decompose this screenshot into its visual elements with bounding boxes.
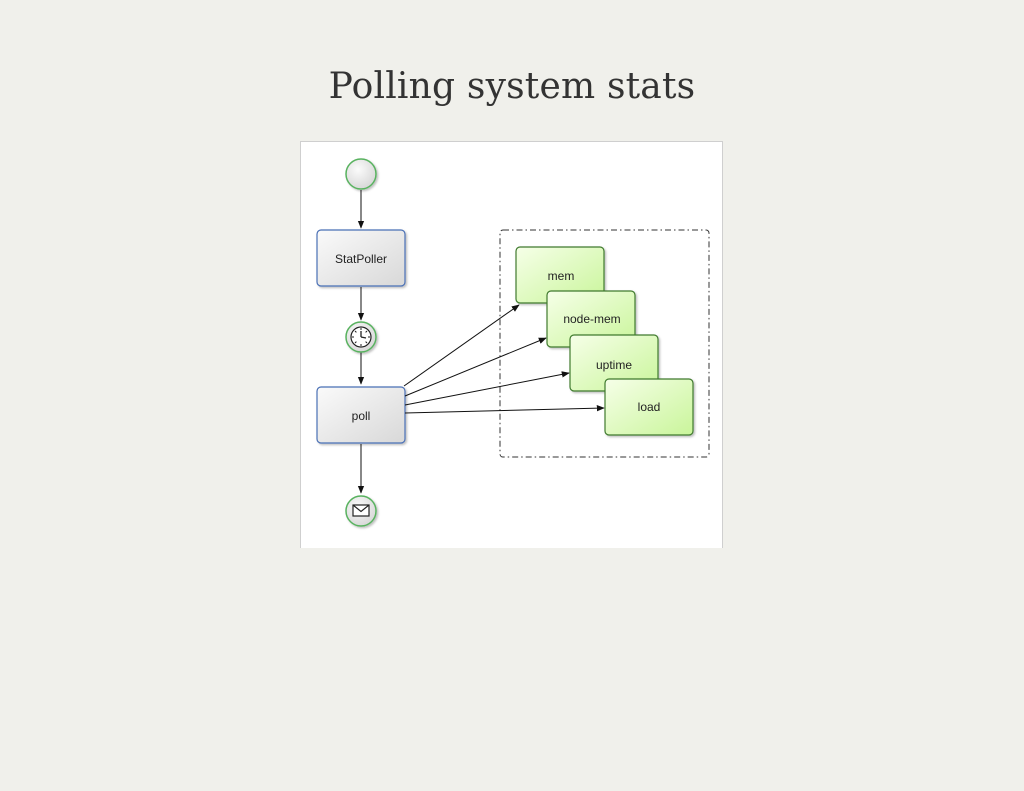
stat-uptime-label: uptime xyxy=(596,358,632,372)
process-diagram: StatPoller poll xyxy=(316,158,710,527)
diagram-panel: StatPoller poll xyxy=(300,141,723,548)
stat-load-label: load xyxy=(638,400,661,414)
statpoller-task-label: StatPoller xyxy=(335,252,387,266)
flow-poll-to-mem xyxy=(403,304,520,387)
flow-poll-to-load xyxy=(404,404,605,414)
statpoller-task[interactable]: StatPoller xyxy=(316,229,406,287)
poll-task-label: poll xyxy=(352,409,371,423)
poll-task[interactable]: poll xyxy=(316,386,406,444)
stat-load[interactable]: load xyxy=(604,378,694,436)
timer-event[interactable] xyxy=(345,321,377,353)
start-circle-icon[interactable] xyxy=(345,158,377,190)
flow-poll-to-uptime xyxy=(404,371,570,406)
stat-node-mem-label: node-mem xyxy=(563,312,620,326)
clock-icon xyxy=(350,326,372,348)
flow-poll-to-node-mem xyxy=(404,337,547,397)
slide-title: Polling system stats xyxy=(328,66,696,107)
stat-mem-label: mem xyxy=(548,269,575,283)
end-event[interactable] xyxy=(345,495,377,527)
stat-uptime[interactable]: uptime xyxy=(569,334,659,392)
stat-node-mem[interactable]: node-mem xyxy=(546,290,636,348)
envelope-icon xyxy=(352,504,370,517)
